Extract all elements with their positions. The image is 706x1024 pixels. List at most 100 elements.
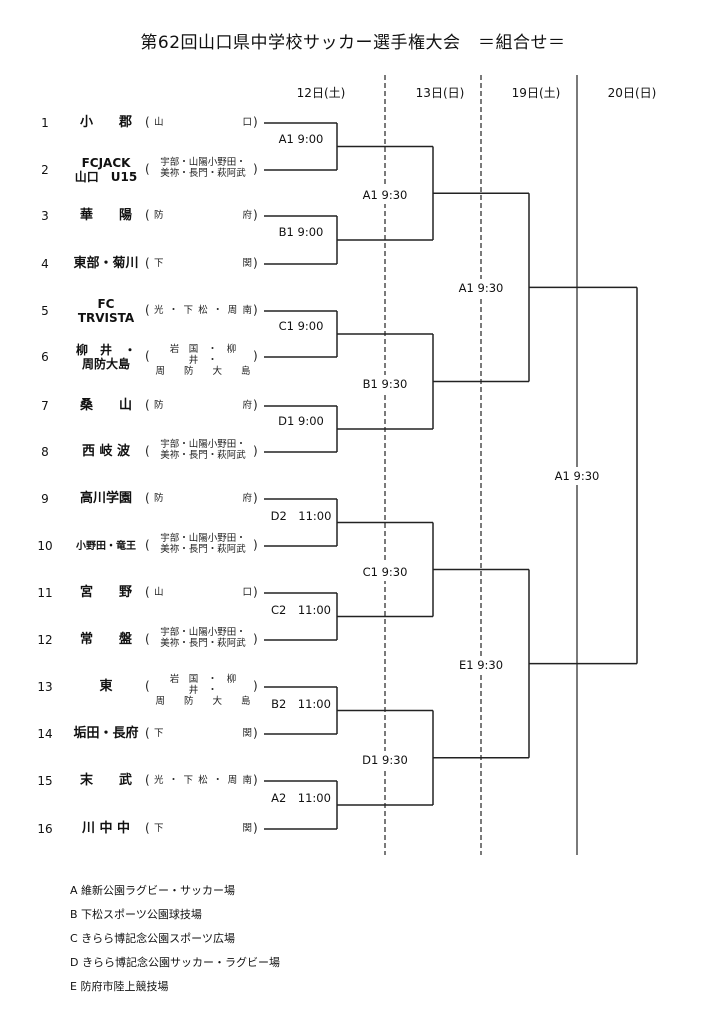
paren-close: ) — [253, 398, 258, 412]
venue-legend-b: B 下松スポーツ公園球技場 — [70, 908, 202, 921]
paren-open: ( — [145, 444, 150, 458]
paren-open: ( — [145, 773, 150, 787]
region-line: 下 関 — [154, 728, 252, 739]
paren-close: ) — [253, 208, 258, 222]
paren-close: ) — [253, 585, 258, 599]
region-line: 宇部・山陽小野田・ — [160, 627, 246, 638]
team-name-line: 小 郡 — [79, 115, 132, 130]
team-region: 下 関 — [154, 823, 252, 834]
team-number: 2 — [41, 163, 49, 177]
team-number: 3 — [41, 209, 49, 223]
team-name: 川 中 中 — [70, 822, 142, 836]
region-line: 防 府 — [154, 493, 252, 504]
team-name-line: 西 岐 波 — [81, 444, 131, 459]
region-line: 宇部・山陽小野田・ — [160, 157, 246, 168]
team-region: 防 府 — [154, 210, 252, 221]
team-name-line: 桑 山 — [79, 398, 132, 413]
region-line: 美祢・長門・萩阿武 — [160, 544, 246, 555]
paren-close: ) — [253, 162, 258, 176]
region-line: 山 口 — [154, 117, 252, 128]
day-header-20: 20日(日) — [607, 86, 657, 100]
region-line: 岩 国 ・ 柳 井 ・ — [169, 344, 246, 366]
paren-close: ) — [253, 726, 258, 740]
team-name-line: 山口 U15 — [74, 170, 138, 184]
team-name-line: 華 陽 — [79, 208, 132, 223]
region-line: 下 関 — [154, 258, 252, 269]
team-region: 山 口 — [154, 587, 252, 598]
match-label-round1: A2 11:00 — [270, 788, 332, 808]
team-name: 柳 井 ・周防大島 — [70, 343, 142, 371]
paren-close: ) — [253, 679, 258, 693]
paren-open: ( — [145, 632, 150, 646]
match-label-round2: C1 9:30 — [361, 562, 409, 581]
venue-legend-e: E 防府市陸上競技場 — [70, 980, 169, 993]
match-label-round1: B2 11:00 — [270, 693, 332, 714]
team-name: 常 盤 — [70, 633, 142, 647]
team-name: 華 陽 — [70, 209, 142, 223]
paren-open: ( — [145, 726, 150, 740]
paren-close: ) — [253, 821, 258, 835]
match-label-round1: C2 11:00 — [270, 599, 332, 620]
match-label-round2: A1 9:30 — [361, 186, 409, 205]
team-name-line: FC — [97, 297, 115, 311]
region-line: 美祢・長門・萩阿武 — [160, 168, 246, 179]
team-number: 14 — [37, 727, 53, 741]
venue-legend-d: D きらら博記念公園サッカー・ラグビー場 — [70, 956, 280, 969]
team-number: 11 — [37, 586, 53, 600]
region-line: 光・下松・周南 — [154, 775, 252, 786]
match-label-round1: A1 9:00 — [277, 129, 325, 148]
team-name-line: 高川学園 — [79, 491, 132, 506]
region-line: 宇部・山陽小野田・ — [160, 439, 246, 450]
region-line: 美祢・長門・萩阿武 — [160, 638, 246, 649]
team-name: 小 郡 — [70, 116, 142, 130]
team-number: 8 — [41, 445, 49, 459]
match-label-final: A1 9:30 — [553, 466, 601, 485]
paren-close: ) — [253, 632, 258, 646]
day-header-13: 13日(日) — [415, 86, 465, 100]
team-region: 宇部・山陽小野田・美祢・長門・萩阿武 — [154, 533, 252, 555]
paren-close: ) — [253, 444, 258, 458]
team-region: 岩 国 ・ 柳 井 ・周 防 大 島 — [154, 674, 252, 707]
match-label-round1: D1 9:00 — [277, 412, 325, 430]
team-region: 宇部・山陽小野田・美祢・長門・萩阿武 — [154, 439, 252, 461]
paren-close: ) — [253, 538, 258, 552]
team-row: 3 華 陽 ( 防 府) — [0, 201, 270, 231]
team-region: 山 口 — [154, 117, 252, 128]
paren-open: ( — [145, 115, 150, 129]
paren-open: ( — [145, 208, 150, 222]
region-line: 防 府 — [154, 210, 252, 221]
team-name: 東 — [70, 680, 142, 694]
team-name: 宮 野 — [70, 586, 142, 600]
paren-open: ( — [145, 538, 150, 552]
team-name-line: 東 — [99, 679, 113, 694]
team-name-line: 常 盤 — [79, 632, 132, 647]
page-title: 第62回山口県中学校サッカー選手権大会 ＝組合せ＝ — [140, 33, 566, 53]
region-line: 光・下松・周南 — [154, 305, 252, 316]
region-line: 岩 国 ・ 柳 井 ・ — [169, 674, 246, 696]
paren-close: ) — [253, 773, 258, 787]
team-name-line: 末 武 — [79, 773, 132, 788]
paren-close: ) — [253, 303, 258, 317]
region-line: 周 防 大 島 — [155, 696, 251, 707]
team-name: 桑 山 — [70, 399, 142, 413]
region-line: 美祢・長門・萩阿武 — [160, 450, 246, 461]
paren-close: ) — [253, 491, 258, 505]
region-line: 下 関 — [154, 823, 252, 834]
paren-open: ( — [145, 256, 150, 270]
paren-open: ( — [145, 303, 150, 317]
team-number: 9 — [41, 492, 49, 506]
team-region: 防 府 — [154, 400, 252, 411]
team-name: 垢田・長府 — [70, 727, 142, 741]
paren-open: ( — [145, 821, 150, 835]
